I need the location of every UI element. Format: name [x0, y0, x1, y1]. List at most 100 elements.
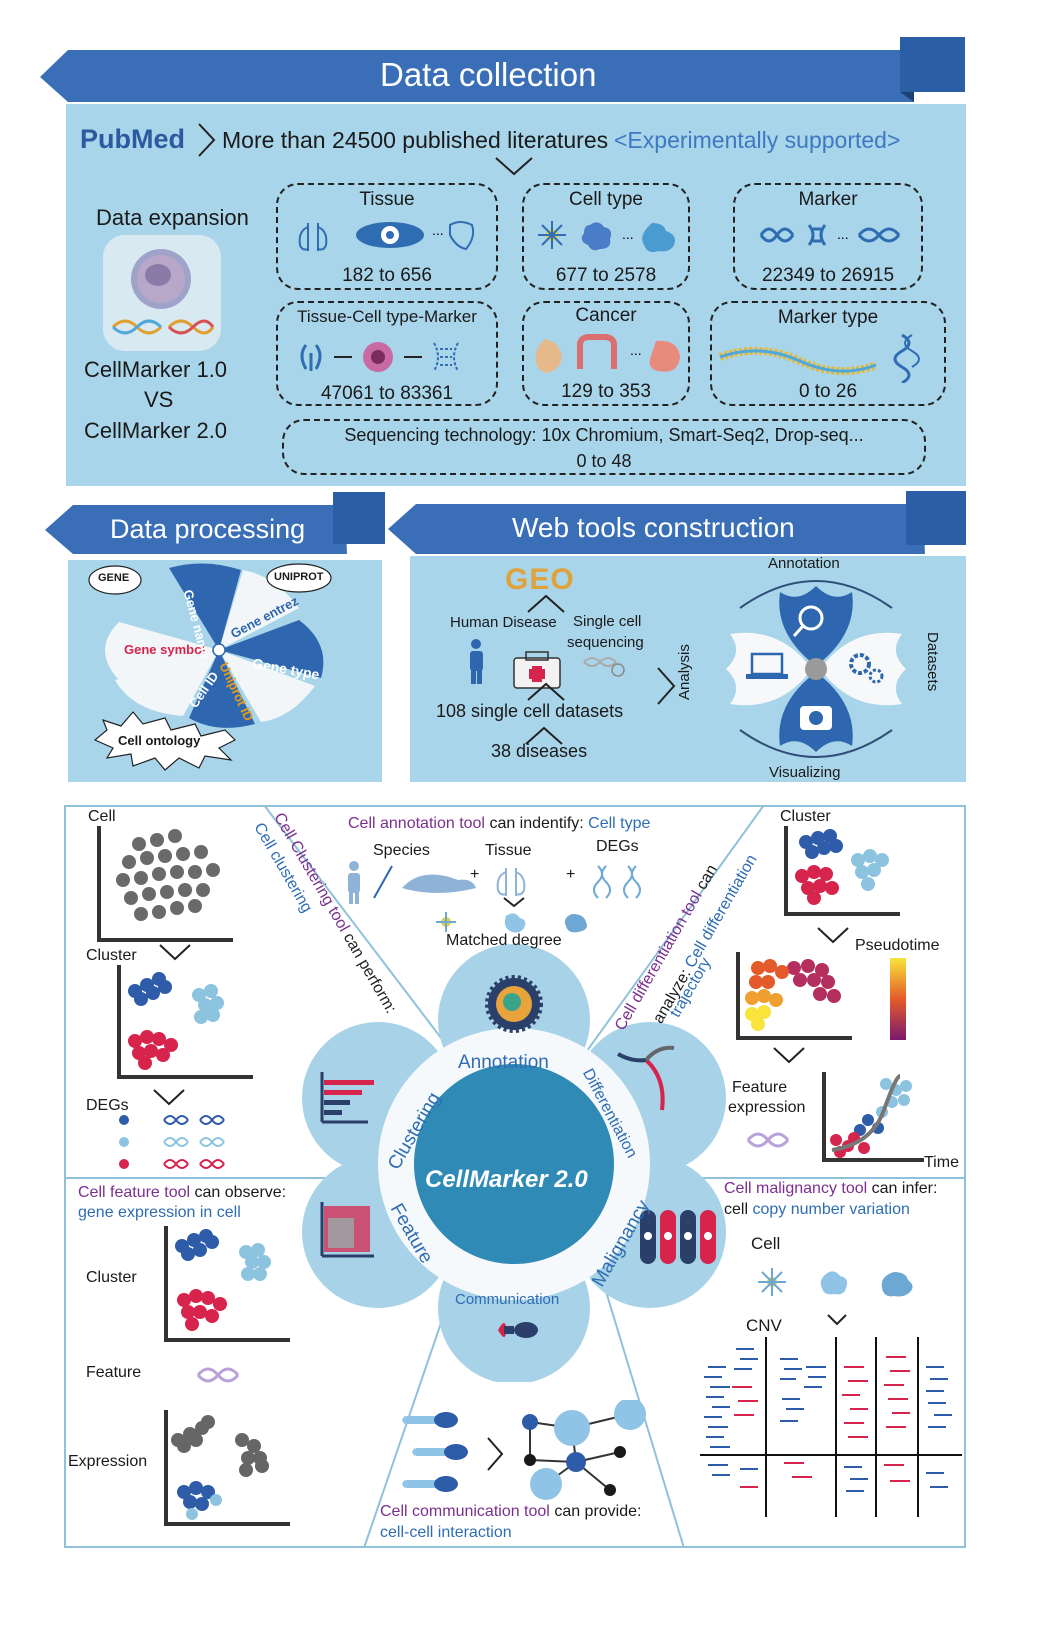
disease-icons: [470, 639, 625, 689]
data-collection-title: Data collection: [380, 56, 597, 93]
cancer-range: 129 to 353: [561, 381, 651, 402]
data-processing-title: Data processing: [110, 514, 306, 544]
annotation-inputs: [348, 861, 641, 933]
plus-1: +: [470, 866, 480, 883]
center-title: CellMarker 2.0: [425, 1166, 588, 1193]
seq-box: Sequencing technology: 10x Chromium, Sma…: [282, 419, 926, 475]
cell-scatter: [97, 826, 233, 942]
malignancy-desc-b: cell copy number variation: [724, 1201, 910, 1219]
annotation-desc-tool: Cell annotation tool: [348, 815, 485, 832]
comm-desc: Cell communication tool can provide:: [380, 1503, 641, 1521]
svg-text:...: ...: [432, 222, 444, 238]
tissue-label: Tissue: [485, 842, 532, 859]
chevron-up-icon-2: [527, 682, 565, 701]
celltype-range: 677 to 2578: [555, 265, 657, 286]
markertype-range: 0 to 26: [798, 381, 858, 402]
diseases-38-label: 38 diseases: [491, 741, 588, 761]
markertype-title: Marker type: [777, 307, 879, 328]
chevron-down-icon: [495, 157, 533, 176]
dna-feature-icon: [746, 1132, 790, 1148]
comm-desc-verb: can provide:: [554, 1503, 642, 1520]
chevron-down-icon-feature-right: [773, 1047, 805, 1064]
feature-desc-tool: Cell feature tool: [78, 1184, 191, 1201]
comm-desc-3: cell-cell interaction: [380, 1524, 512, 1541]
feature-expression-label-2: expression: [728, 1099, 806, 1116]
matched-degree-label: Matched degree: [446, 932, 562, 949]
celltype-box: Cell type ... 677 to 2578: [522, 183, 690, 290]
uniprot-bubble: UNIPROT: [274, 571, 324, 583]
geo-logo: GEO: [505, 563, 575, 596]
cluster-right-scatter: [784, 826, 900, 916]
marker-range: 22349 to 26915: [761, 265, 895, 286]
single-cell-label-1: Single cell: [573, 613, 642, 630]
visualizing-label: Visualizing: [769, 764, 841, 781]
svg-text:...: ...: [630, 342, 642, 358]
data-processing-banner: [45, 492, 385, 554]
feature-label: Feature: [86, 1364, 142, 1381]
chevron-down-icon-cnv: [827, 1314, 847, 1326]
plus-2: +: [566, 866, 576, 883]
web-tools-banner: [388, 491, 966, 554]
cell-icon: [103, 235, 221, 351]
seq-title: Sequencing technology: 10x Chromium, Sma…: [344, 425, 864, 445]
dna-feature-icon-left: [196, 1367, 240, 1383]
cancer-box: Cancer ... 129 to 353: [522, 301, 690, 406]
chevron-down-icon-cluster: [159, 944, 191, 961]
petal-annotation[interactable]: Annotation: [458, 1052, 549, 1073]
tcm-box: Tissue-Cell type-Marker 47061 to 83361: [276, 301, 498, 406]
malignancy-desc: Cell malignancy tool can infer:: [724, 1180, 937, 1198]
cell-ontology-bubble: Cell ontology: [118, 733, 201, 748]
annotation-label: Annotation: [768, 555, 840, 572]
marker-box: Marker ... 22349 to 26915: [733, 183, 923, 290]
feature-time-plot: [822, 1072, 924, 1162]
experimental-label: <Experimentally supported>: [614, 127, 901, 153]
chevron-down-icon-degs: [153, 1089, 185, 1106]
dna-icons: ...: [759, 224, 901, 246]
web-tools-flower: [726, 580, 906, 758]
seq-range: 0 to 48: [576, 451, 632, 471]
time-label: Time: [924, 1154, 959, 1171]
analysis-label: Analysis: [676, 644, 693, 700]
annotation-desc-target: Cell type: [588, 815, 651, 832]
tcm-range: 47061 to 83361: [320, 383, 454, 404]
gene-symbol-label: Gene symbol: [124, 642, 206, 657]
cancer-organ-icons: ...: [535, 334, 680, 373]
gene-bubble: GENE: [98, 572, 130, 584]
feature-expression-label-1: Feature: [732, 1079, 788, 1096]
species-label: Species: [373, 842, 430, 859]
svg-text:...: ...: [837, 226, 849, 242]
vs-label: VS: [144, 387, 174, 412]
marker-title: Marker: [798, 189, 858, 210]
cluster-scatter: [117, 965, 253, 1079]
degs-list: [119, 1115, 225, 1169]
malignancy-desc-target: copy number variation: [752, 1201, 910, 1218]
pubmed-logo-text: PubMed: [80, 124, 185, 154]
sequence-icon: [718, 333, 920, 383]
chevron-up-icon-3: [525, 726, 563, 745]
web-tools-title: Web tools construction: [512, 512, 795, 543]
clustering-bars-icon: [320, 1072, 374, 1124]
chevron-right-icon: [198, 123, 216, 157]
annotation-desc-verb: can indentify:: [489, 815, 584, 832]
pseudotime-label: Pseudotime: [855, 937, 940, 954]
feature-cluster-scatter: [164, 1226, 290, 1342]
petal-communication[interactable]: Communication: [455, 1291, 560, 1308]
markertype-box: Marker type 0 to 26: [710, 301, 946, 406]
pubmed-logo: PubMed: [80, 124, 185, 155]
communication-graph: [402, 1400, 646, 1500]
expression-scatter: [164, 1410, 290, 1526]
data-expansion-label: Data expansion: [96, 205, 249, 230]
datasets-108-label: 108 single cell datasets: [436, 701, 624, 721]
cluster-label: Cluster: [86, 947, 137, 964]
degs-label: DEGs: [86, 1097, 129, 1114]
malignancy-desc-cell: cell: [724, 1201, 749, 1218]
cnv-heatmap: [700, 1337, 962, 1517]
comm-desc-tool: Cell communication tool: [380, 1503, 550, 1520]
cell-type-icons: ...: [538, 221, 675, 253]
cell-right-label: Cell: [751, 1234, 781, 1253]
cancer-title: Cancer: [575, 305, 637, 326]
malignancy-desc-verb: can infer:: [871, 1180, 938, 1197]
cluster-left-label: Cluster: [86, 1269, 137, 1286]
malignancy-desc-tool: Cell malignancy tool: [724, 1180, 868, 1197]
degs2-label: DEGs: [596, 838, 639, 855]
